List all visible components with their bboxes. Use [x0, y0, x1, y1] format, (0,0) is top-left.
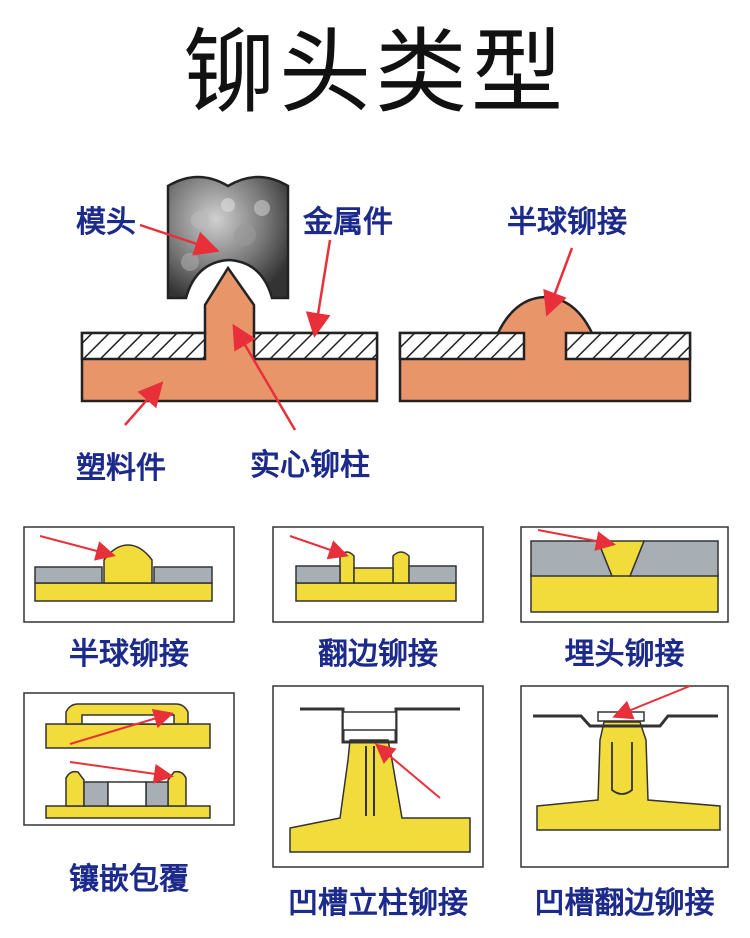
plastic-part-shape [80, 265, 379, 403]
label-hemisphere-rivet: 半球铆接 [507, 205, 627, 240]
label-die: 模头 [76, 205, 136, 240]
panel-countersunk [520, 526, 729, 623]
page-title: 铆头类型 [182, 19, 567, 126]
metal-plate-right [252, 331, 379, 361]
top-right-diagram [398, 247, 692, 403]
panel-groove-post [272, 685, 484, 868]
panel-flange [272, 526, 484, 623]
caption-hemisphere: 半球铆接 [69, 637, 189, 672]
panel-hemisphere [23, 526, 235, 623]
top-left-diagram [80, 175, 379, 431]
label-metal-part: 金属件 [303, 205, 393, 240]
metal-plate-left [80, 331, 207, 361]
label-solid-post: 实心铆柱 [250, 448, 370, 483]
caption-groove-flange: 凹槽翻边铆接 [534, 886, 715, 921]
panel-groove-flange [520, 685, 729, 868]
caption-groove-post: 凹槽立柱铆接 [288, 886, 468, 921]
panel-insert-overmold [23, 692, 235, 826]
caption-countersunk: 埋头铆接 [564, 637, 685, 672]
caption-flange: 翻边铆接 [318, 637, 438, 672]
label-plastic-part: 塑料件 [76, 451, 166, 486]
caption-insert-overmold: 镶嵌包覆 [69, 862, 189, 897]
